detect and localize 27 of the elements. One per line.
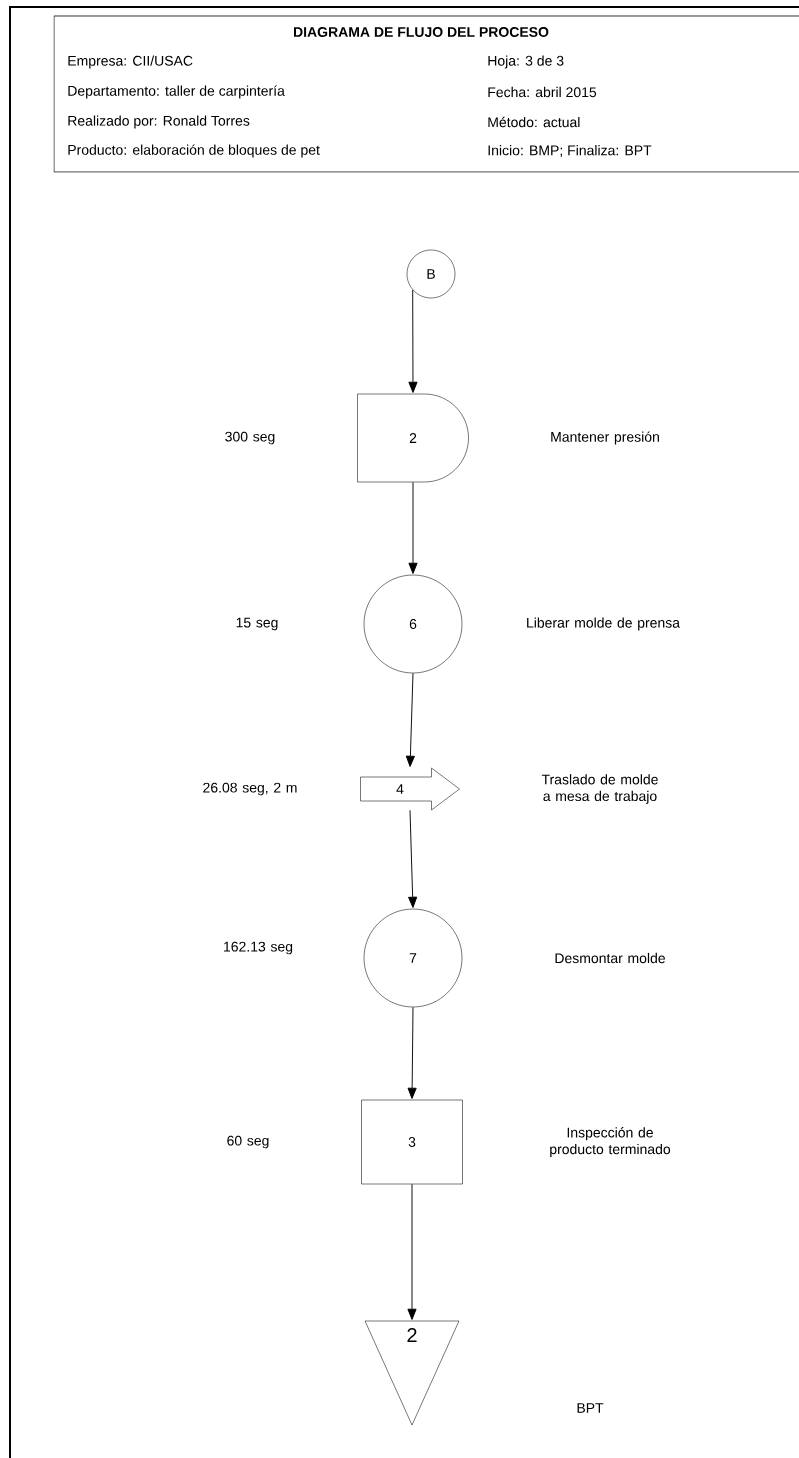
arrow (405, 672, 415, 767)
step-description: Mantener presión (551, 431, 659, 445)
storage-triangle: 2 (364, 1320, 460, 1426)
header-field: Producto: elaboración de bloques de pet (68, 144, 320, 158)
arrow (408, 481, 418, 574)
header-field: Método: actual (488, 116, 580, 128)
time-label: 162.13 seg (224, 941, 293, 955)
step-description: BPT (577, 1403, 604, 1413)
arrow (408, 809, 418, 908)
header-field: Realizado por: Ronald Torres (68, 115, 250, 129)
header-field: Hoja: 3 de 3 (488, 55, 564, 69)
time-label: 15 seg (236, 617, 278, 631)
time-label: 26.08 seg, 2 m (203, 782, 297, 796)
arrow (407, 1006, 417, 1099)
step-description: Traslado de molde a mesa de trabajo (541, 774, 658, 804)
step-description: Inspección de producto terminado (550, 1127, 671, 1157)
header-field: Departamento: taller de carpintería (68, 85, 285, 99)
time-label: 300 seg (225, 431, 275, 445)
time-label: 60 seg (227, 1135, 269, 1149)
arrow (407, 1183, 417, 1320)
header-field: Fecha: abril 2015 (488, 86, 597, 98)
step-description: Liberar molde de prensa (527, 617, 680, 631)
inspection-square: 3 (361, 1099, 463, 1185)
header-field: Empresa: CII/USAC (68, 55, 193, 69)
arrow (408, 289, 418, 393)
header-field: Inicio: BMP; Finaliza: BPT (488, 145, 652, 157)
step-description: Desmontar molde (555, 952, 665, 964)
